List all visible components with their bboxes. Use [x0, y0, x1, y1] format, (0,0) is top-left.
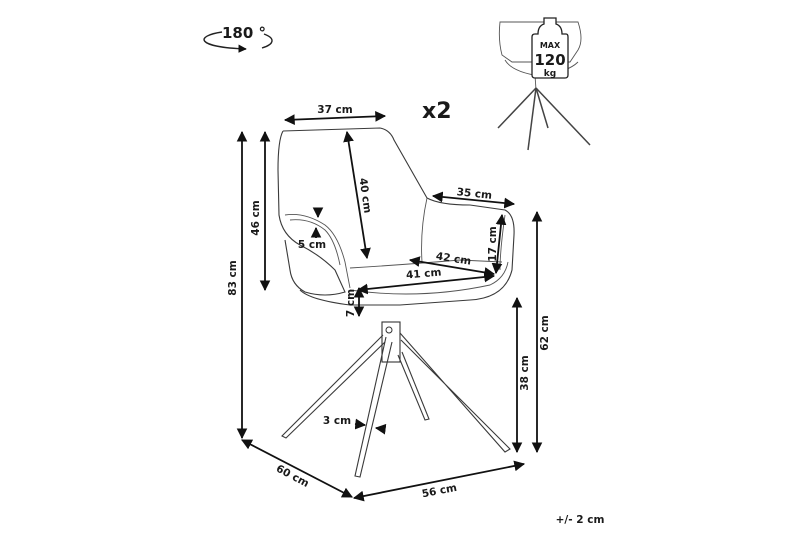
dim-37-arrow	[283, 110, 387, 126]
dim-5-label: 5 cm	[298, 239, 326, 251]
dim-7-label: 7 cm	[345, 289, 357, 317]
dim-3-arrow-left	[354, 418, 367, 430]
dim-41-arrow	[356, 271, 496, 295]
dim-37-label: 37 cm	[317, 104, 352, 116]
weight-icon	[531, 17, 569, 79]
dim-38-label: 38 cm	[519, 355, 531, 390]
chair-base	[281, 321, 511, 478]
dim-56-arrow	[352, 460, 526, 502]
dim-17-arrow	[491, 213, 507, 275]
dim-35-label: 35 cm	[456, 186, 493, 202]
dim-35-arrow	[431, 191, 516, 209]
dim-41-label: 41 cm	[406, 266, 442, 281]
quantity-label: x2	[422, 99, 452, 124]
max-label: MAX	[540, 41, 561, 50]
dim-3-label: 3 cm	[323, 415, 351, 427]
dim-83-label: 83 cm	[227, 260, 239, 295]
dim-40-label: 40 cm	[357, 177, 374, 214]
rotation-label: 180 °	[222, 24, 266, 42]
max-weight-value: 120	[534, 51, 565, 69]
dim-42-label: 42 cm	[435, 250, 472, 267]
dim-60-arrow	[241, 439, 353, 498]
dim-17-label: 17 cm	[487, 226, 499, 261]
dim-56-label: 56 cm	[421, 482, 458, 501]
rotate-icon	[203, 31, 273, 53]
max-weight-unit: kg	[544, 69, 556, 79]
small-chair-icon	[497, 21, 591, 151]
tolerance-label: +/- 2 cm	[556, 514, 605, 526]
dim-62-label: 62 cm	[539, 315, 551, 350]
dim-46-label: 46 cm	[250, 200, 262, 235]
dim-40-arrow	[343, 130, 371, 260]
dim-3-arrow-right	[374, 423, 387, 435]
